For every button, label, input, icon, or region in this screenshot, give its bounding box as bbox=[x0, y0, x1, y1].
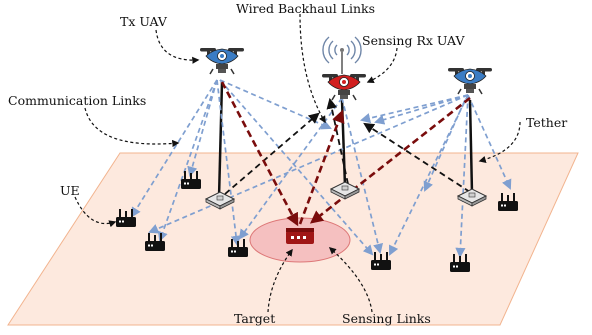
router-icon bbox=[371, 252, 391, 270]
label-tether: Tether bbox=[526, 115, 568, 130]
tx-uav-drone-icon bbox=[447, 67, 493, 95]
label-sensing-rx-uav: Sensing Rx UAV bbox=[362, 33, 465, 48]
label-sensing-links: Sensing Links bbox=[342, 311, 431, 326]
label-target: Target bbox=[234, 311, 276, 326]
label-callouts bbox=[74, 13, 521, 313]
router-icon bbox=[181, 171, 201, 189]
router-icon bbox=[228, 239, 248, 257]
label-wired-backhaul: Wired Backhaul Links bbox=[236, 1, 376, 16]
label-tx-uav: Tx UAV bbox=[120, 14, 167, 29]
router-icon bbox=[145, 233, 165, 251]
antenna-signal-icon bbox=[322, 36, 362, 74]
label-ue: UE bbox=[60, 183, 80, 198]
target-vehicle-icon bbox=[286, 228, 314, 244]
sensing-links bbox=[220, 81, 471, 227]
router-icon bbox=[450, 254, 470, 272]
router-icon bbox=[498, 193, 518, 211]
rx-uav-drone-icon bbox=[321, 73, 367, 101]
tx-uav-drone-icon bbox=[199, 47, 245, 75]
label-communication-links: Communication Links bbox=[8, 93, 147, 108]
router-icon bbox=[116, 209, 136, 227]
